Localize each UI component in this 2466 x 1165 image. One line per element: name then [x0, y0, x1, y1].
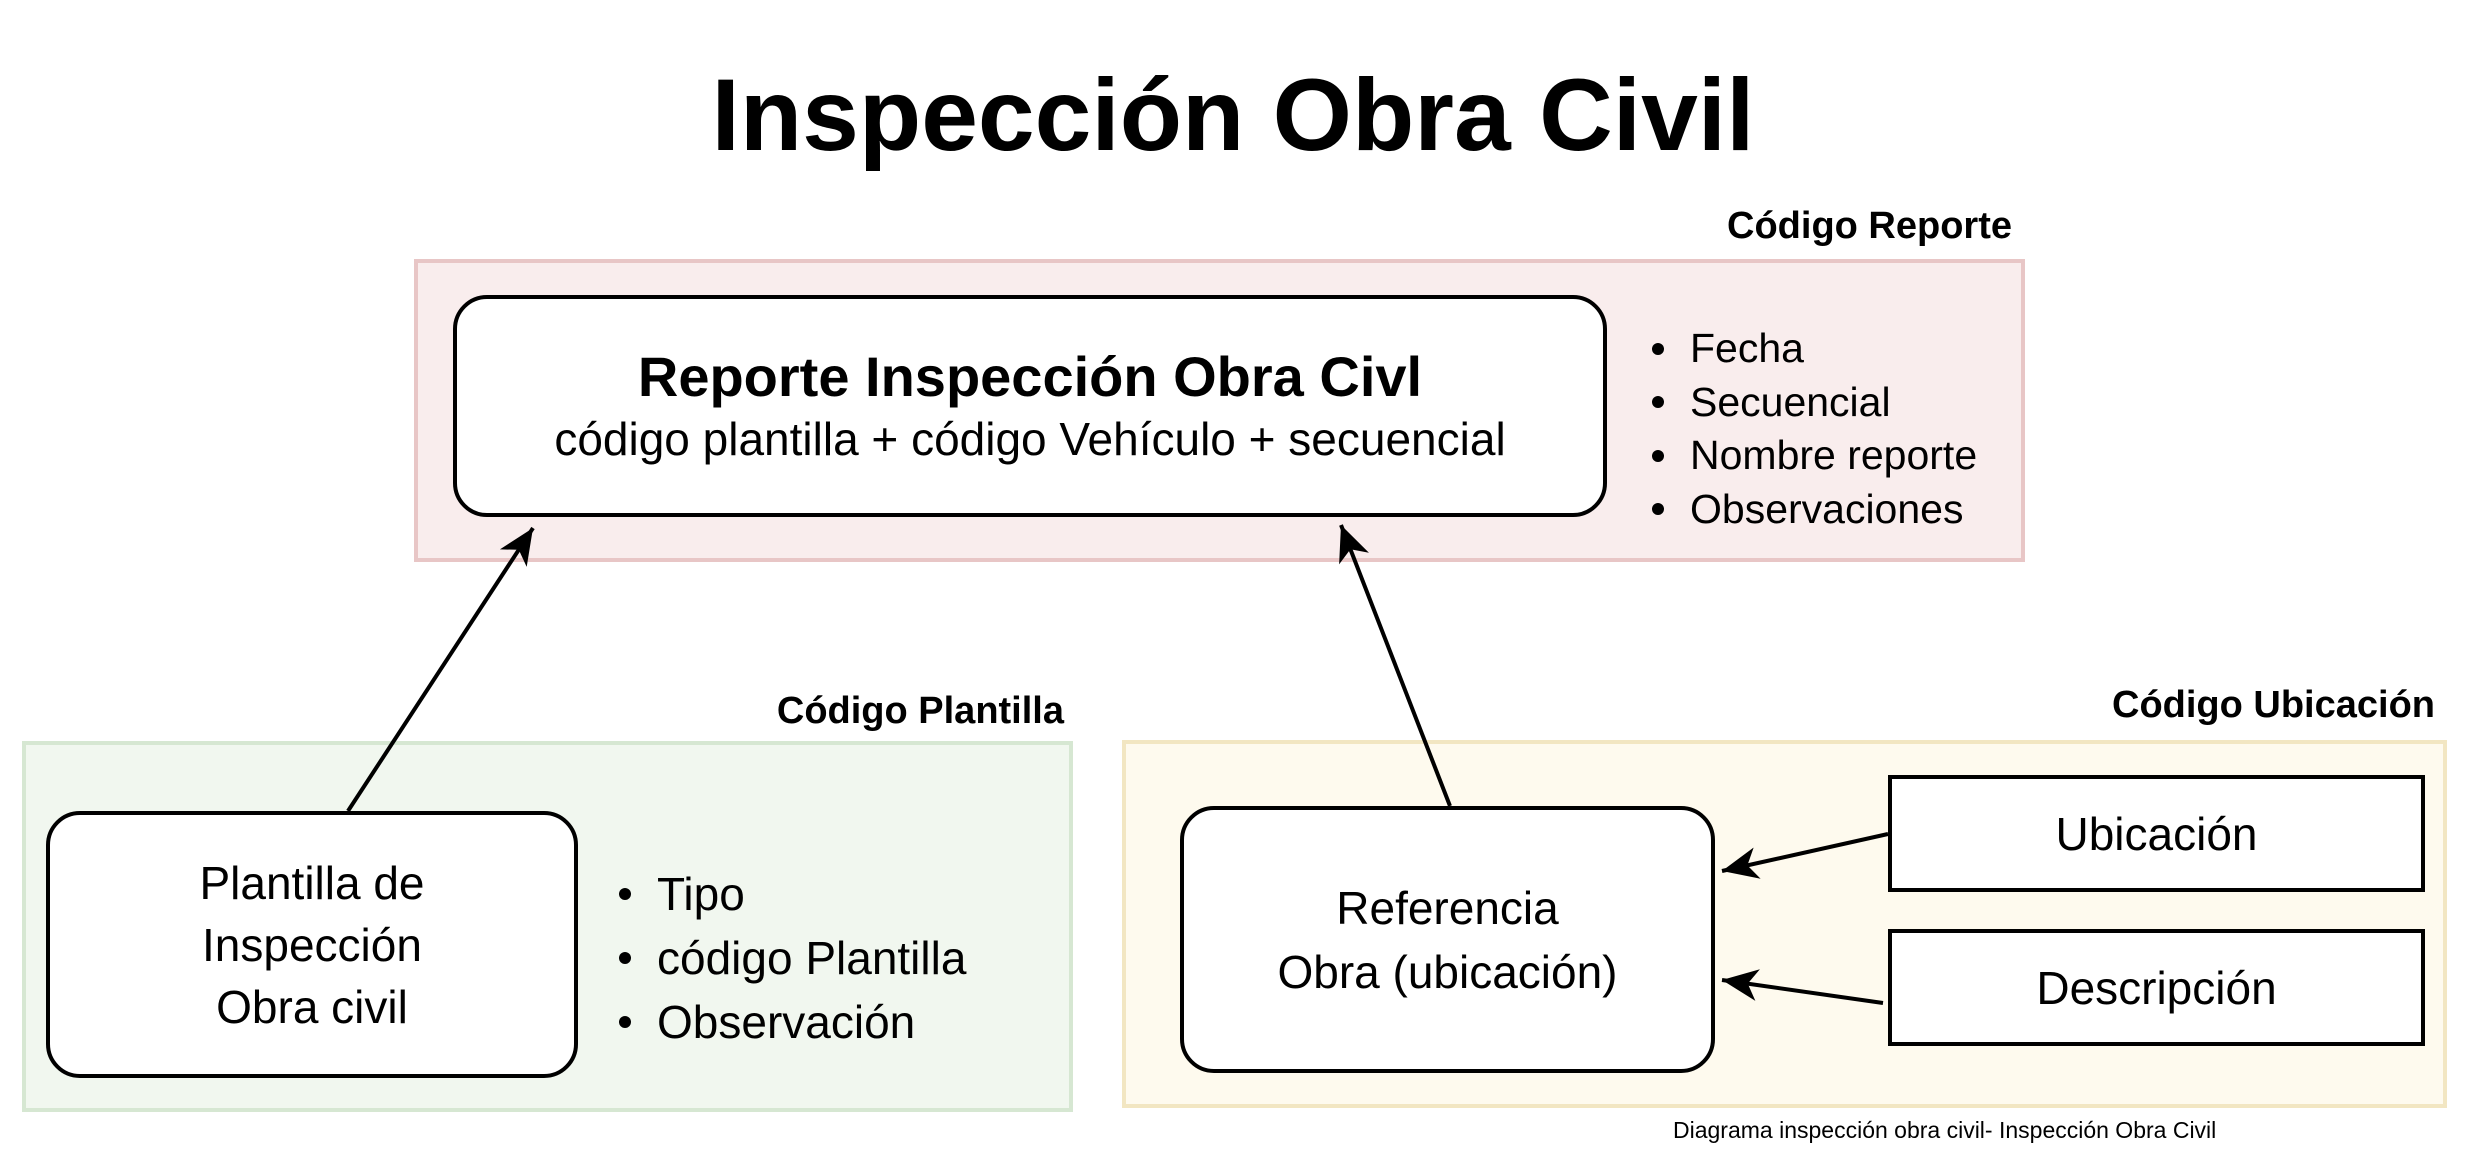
location-group-label: Código Ubicación [2112, 684, 2435, 726]
template-field: código Plantilla [615, 926, 966, 990]
description-input-node[interactable]: Descripción [1888, 929, 2425, 1046]
arrow-reference-to-report [1339, 524, 1452, 807]
reference-node-line: Obra (ubicación) [1277, 945, 1618, 998]
template-node-line: Plantilla de [199, 856, 425, 909]
template-field-list: Tipo código Plantilla Observación [615, 862, 966, 1054]
report-field-list: Fecha Secuencial Nombre reporte Observac… [1648, 322, 1977, 536]
location-input-node[interactable]: Ubicación [1888, 775, 2425, 892]
arrow-template-to-report [346, 526, 535, 813]
template-node-line: Inspección [202, 918, 422, 971]
template-group-label: Código Plantilla [776, 690, 1064, 732]
report-node-title: Reporte Inspección Obra Civl [637, 345, 1423, 408]
template-node[interactable]: Plantilla de Inspección Obra civil [46, 811, 578, 1078]
report-node[interactable]: Reporte Inspección Obra Civl código plan… [453, 295, 1607, 517]
template-field: Observación [615, 990, 966, 1054]
template-node-line: Obra civil [216, 980, 408, 1033]
report-field: Fecha [1648, 322, 1977, 376]
report-group-label: Código Reporte [1727, 205, 2012, 247]
reference-node[interactable]: Referencia Obra (ubicación) [1180, 806, 1715, 1073]
arrow-description-to-reference [1721, 969, 1884, 1005]
report-node-subtitle: código plantilla + código Vehículo + sec… [554, 413, 1506, 465]
report-field: Observaciones [1648, 483, 1977, 537]
diagram-caption: Diagrama inspección obra civil- Inspecci… [1673, 1117, 2217, 1143]
description-input-label: Descripción [2036, 961, 2277, 1014]
report-field: Secuencial [1648, 376, 1977, 430]
template-field: Tipo [615, 862, 966, 926]
arrow-location-to-reference [1721, 832, 1889, 879]
location-input-label: Ubicación [2055, 807, 2258, 860]
diagram-title: Inspección Obra Civil [711, 58, 1755, 172]
reference-node-line: Referencia [1336, 881, 1559, 934]
report-field: Nombre reporte [1648, 429, 1977, 483]
